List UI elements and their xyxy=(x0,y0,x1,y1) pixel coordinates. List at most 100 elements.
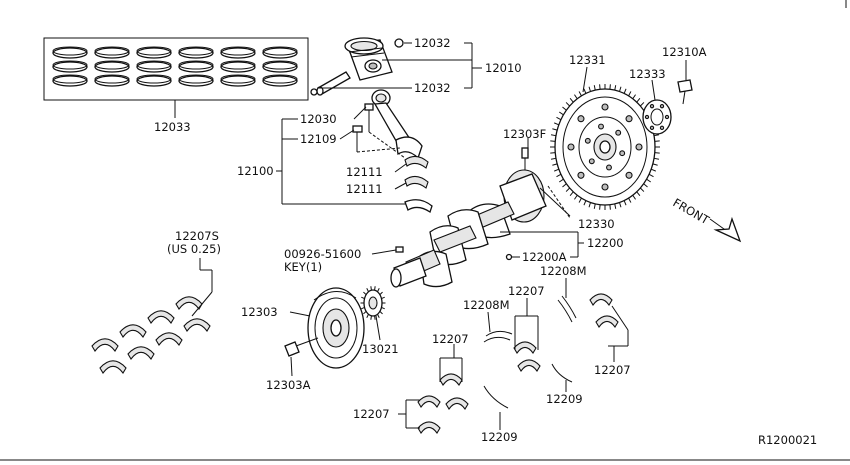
oversize-main-bearing xyxy=(175,296,203,310)
label-rod-bolt-b: 12109 xyxy=(300,132,337,146)
label-pilot-bushing: 12303F xyxy=(503,127,546,141)
leader-line xyxy=(394,163,407,173)
pulley-group xyxy=(284,286,386,377)
flywheel-tooth xyxy=(583,200,587,206)
flywheel-group xyxy=(550,60,693,210)
flywheel-tooth xyxy=(553,122,559,126)
leader-line xyxy=(375,315,381,341)
label-oversize-note: (US 0.25) xyxy=(167,242,221,256)
piston-ring xyxy=(220,47,256,59)
flywheel-tooth xyxy=(651,168,657,172)
piston-ring-edge xyxy=(94,46,130,56)
flywheel-bolt-hole xyxy=(619,150,626,157)
flywheel-bolt-hole xyxy=(584,137,591,144)
piston-ring xyxy=(52,75,88,87)
flywheel-hole xyxy=(567,143,575,151)
main-bearings-group xyxy=(398,278,629,434)
piston-ring xyxy=(52,61,88,73)
crank-snout-end xyxy=(390,268,402,288)
rod-bolt-head xyxy=(364,103,374,111)
label-flywheel-plate: 12333 xyxy=(629,67,666,81)
main-bearing-shell xyxy=(439,373,463,386)
piston-ring-edge xyxy=(262,60,298,70)
label-main-bearing-a: 12207 xyxy=(508,284,545,298)
piston-ring-edge xyxy=(94,74,130,84)
flywheel-tooth xyxy=(565,187,570,192)
piston-ring-edge xyxy=(94,60,130,70)
piston-ring xyxy=(262,61,298,73)
piston-ring xyxy=(94,47,130,59)
pilot-bushing xyxy=(521,147,529,159)
flywheel-tooth xyxy=(632,194,636,200)
main-bearing-shell xyxy=(417,421,441,434)
piston-ring xyxy=(94,75,130,87)
label-thrust-washer-upper-left: 12208M xyxy=(463,298,510,312)
front-indicator xyxy=(709,216,742,243)
label-piston-rings: 12033 xyxy=(154,120,191,134)
flywheel-tooth xyxy=(550,157,557,160)
flywheel-bolt-head xyxy=(677,79,693,93)
flywheel-bolt-hole xyxy=(598,123,604,130)
crank-pulley-hub xyxy=(330,319,342,337)
flywheel-tooth xyxy=(640,102,645,107)
thrust-washer xyxy=(551,363,573,383)
flywheel-ring xyxy=(562,96,648,198)
piston-ring-edge xyxy=(52,60,88,70)
piston-ring-edge xyxy=(220,74,256,84)
crank-plug xyxy=(505,253,513,261)
label-rod-assembly: 12100 xyxy=(237,164,274,178)
label-main-bearing-b: 12207 xyxy=(432,332,469,346)
crank-pulley-rim-edge xyxy=(313,291,357,301)
flywheel-tooth xyxy=(619,202,622,208)
pulley-bolt-shank xyxy=(295,337,319,347)
flywheel-tooth xyxy=(578,197,582,203)
oversize-main-bearing xyxy=(155,332,183,346)
leader-line xyxy=(191,291,213,317)
flywheel-tooth xyxy=(569,191,574,197)
crank-key xyxy=(395,246,404,253)
plate-hole xyxy=(659,104,665,109)
label-oversize-bearing: 12207S xyxy=(175,229,219,243)
main-bearing-shell xyxy=(517,359,541,372)
leader-line xyxy=(487,311,491,333)
plate-hole xyxy=(664,114,670,120)
leader-line xyxy=(353,106,367,120)
label-crank-plug: 12200A xyxy=(522,250,567,264)
label-pulley: 12303 xyxy=(241,305,278,319)
piston-ring xyxy=(178,61,214,73)
piston-ring-edge xyxy=(178,46,214,56)
flywheel-plate xyxy=(642,99,672,135)
plate-hole xyxy=(644,114,650,120)
flywheel-hole xyxy=(577,171,585,179)
flywheel-tooth xyxy=(640,187,645,192)
piston-ring-edge xyxy=(262,74,298,84)
piston-pin-bore xyxy=(368,62,378,70)
flywheel-tooth xyxy=(550,134,557,137)
flywheel-plate-bore xyxy=(650,108,664,126)
flywheel-hole xyxy=(577,115,585,123)
piston-group xyxy=(310,37,482,96)
flywheel-tooth xyxy=(574,194,578,200)
pin-clip-top xyxy=(394,38,404,48)
leader-line xyxy=(394,182,407,190)
flywheel-tooth xyxy=(562,106,567,111)
plate-hole xyxy=(649,125,655,130)
crank-journal xyxy=(433,225,477,253)
flywheel-tooth xyxy=(636,97,641,103)
piston-rings-box xyxy=(43,37,309,101)
rod-small-end-bore xyxy=(375,93,387,103)
label-rod-bolt-a: 12030 xyxy=(300,112,337,126)
label-crank-key-part: 00926-51600 xyxy=(284,247,361,261)
label-main-bearing-d: 12207 xyxy=(594,363,631,377)
flywheel-tooth xyxy=(569,97,574,103)
rod-bolt-head xyxy=(352,125,363,133)
plate-hole xyxy=(649,104,655,109)
flywheel-hole xyxy=(601,183,609,191)
main-bearing-shell xyxy=(595,315,619,328)
piston-ring xyxy=(178,75,214,87)
connecting-rod-group xyxy=(276,89,433,214)
piston-ring-edge xyxy=(262,46,298,56)
piston-ring-groove xyxy=(348,47,383,53)
flywheel-tooth xyxy=(653,134,660,137)
